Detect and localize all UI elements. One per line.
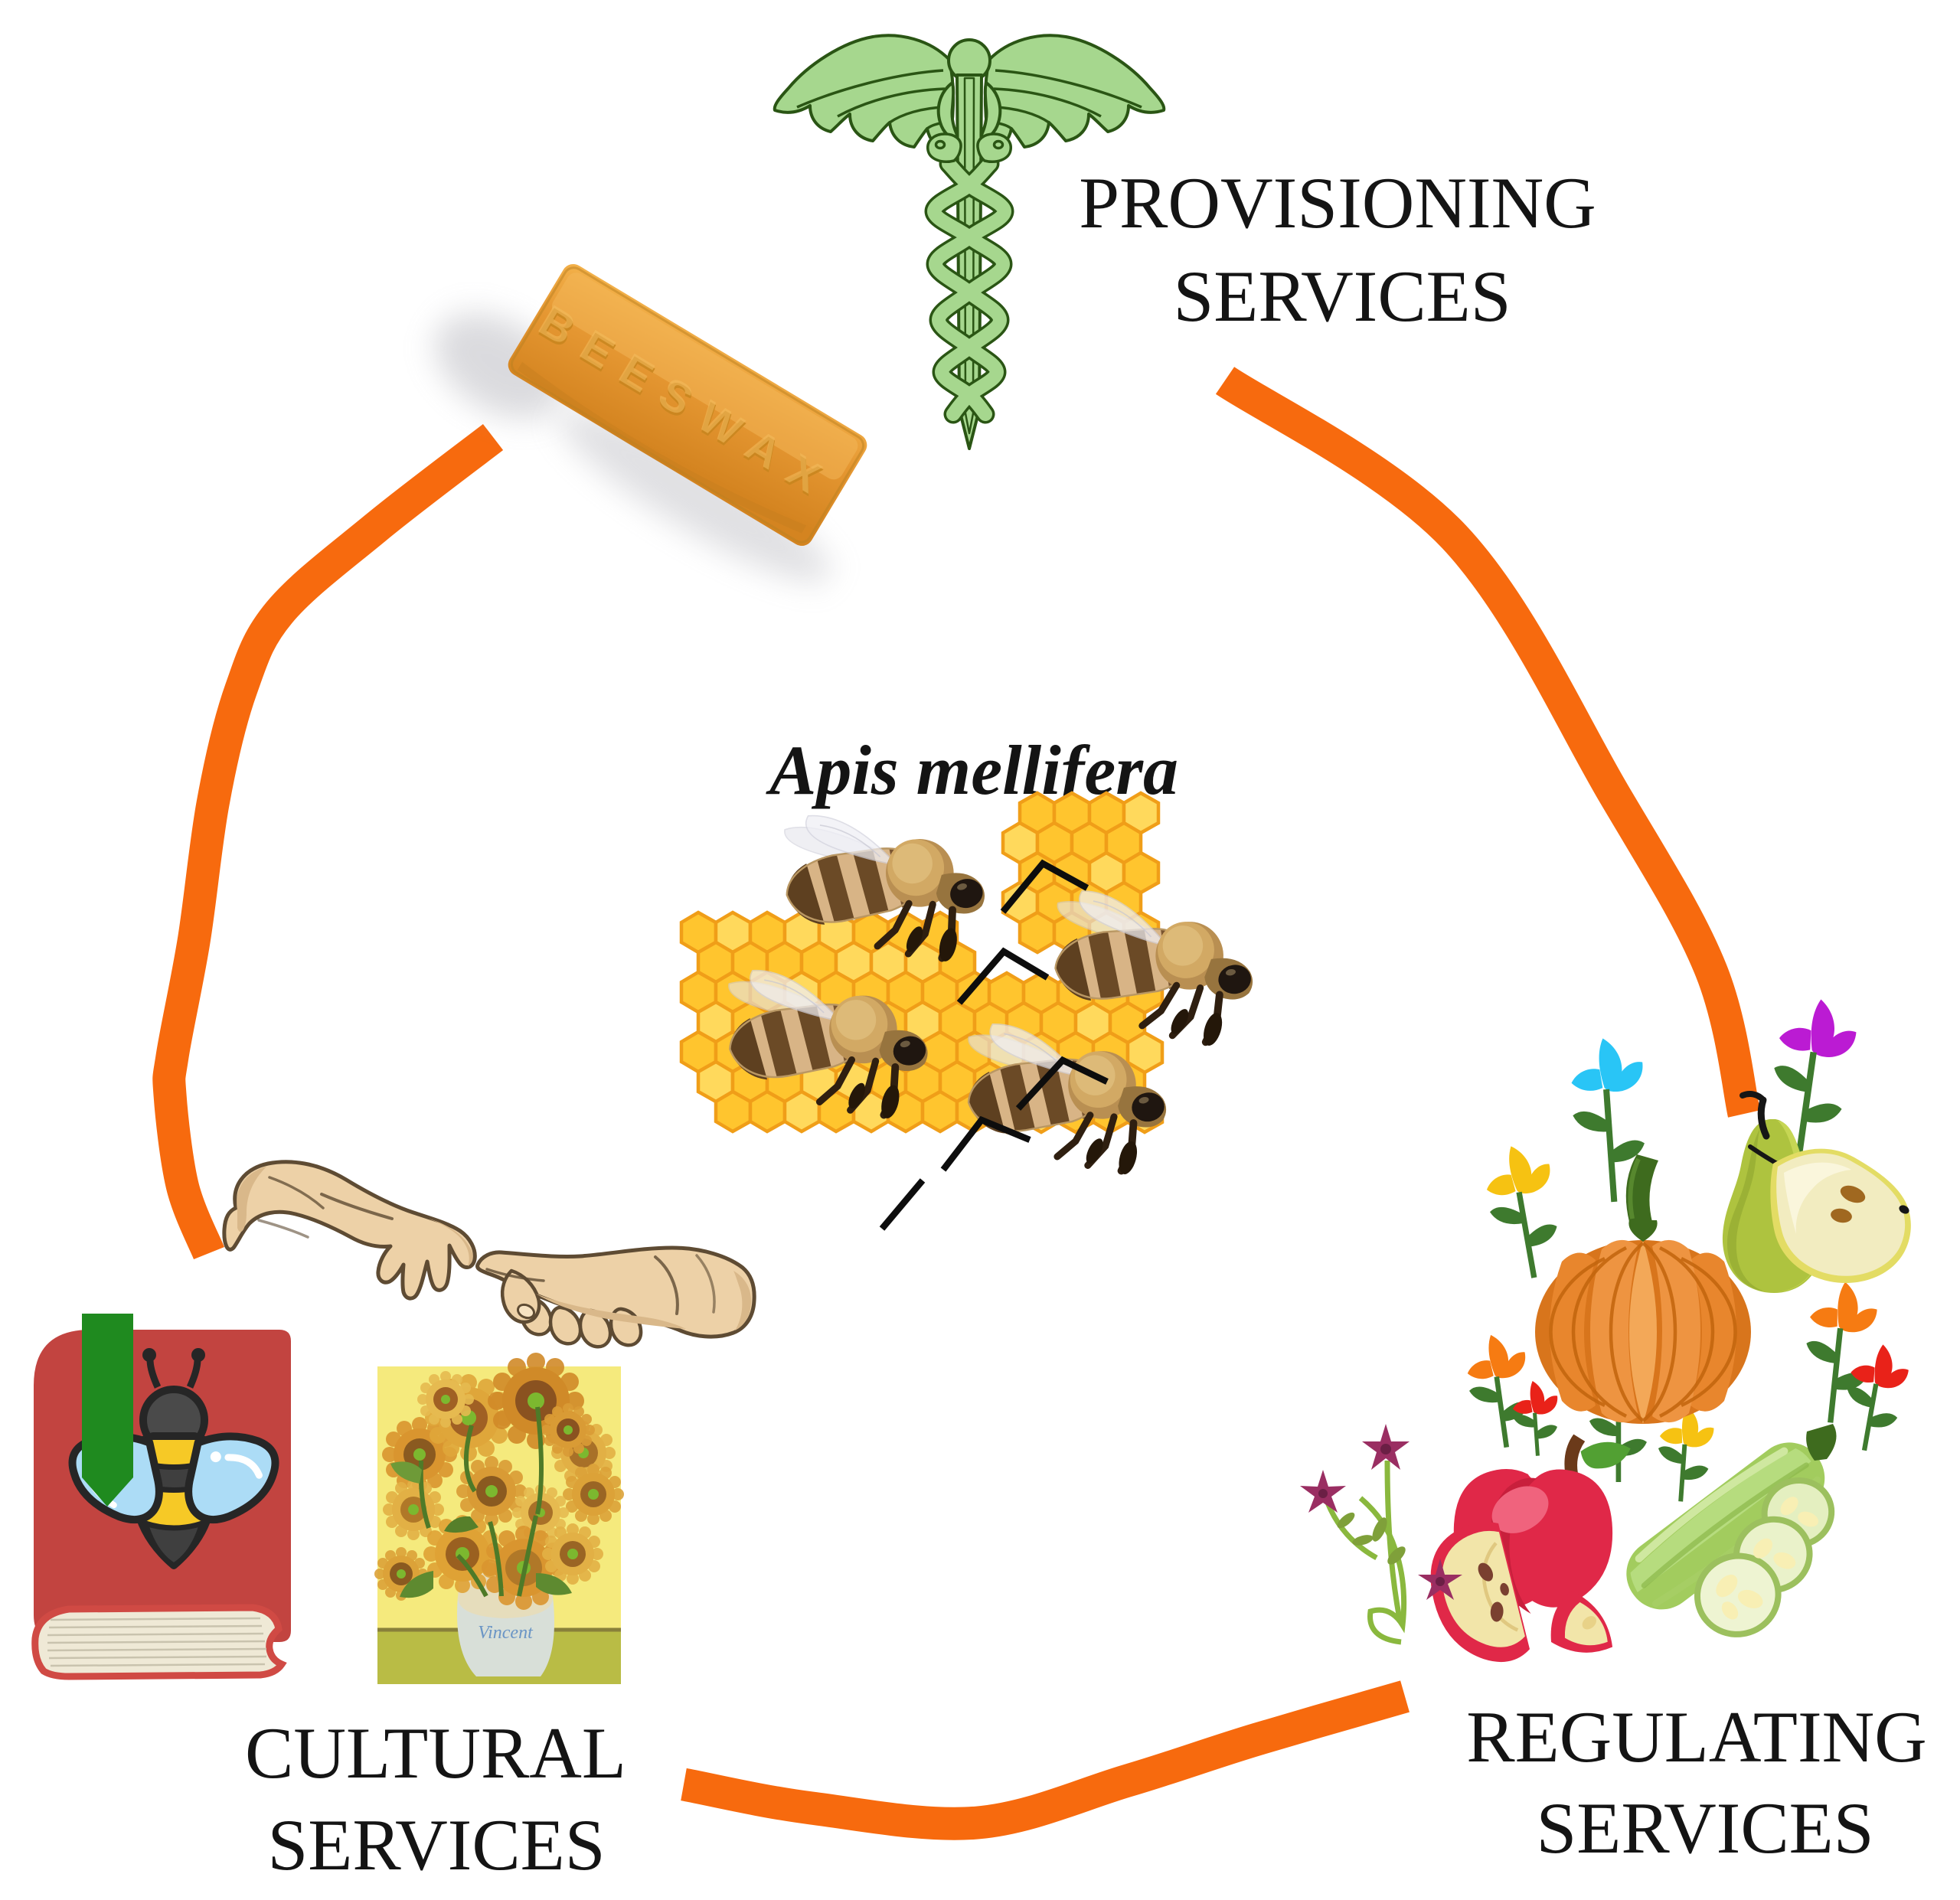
svg-text:CULTURAL: CULTURAL	[245, 1712, 626, 1794]
svg-text:SERVICES: SERVICES	[267, 1804, 605, 1885]
svg-text:Vincent: Vincent	[478, 1623, 534, 1643]
svg-text:SERVICES: SERVICES	[1536, 1787, 1873, 1869]
svg-text:SERVICES: SERVICES	[1173, 256, 1511, 337]
svg-text:PROVISIONING: PROVISIONING	[1079, 162, 1596, 243]
svg-text:REGULATING: REGULATING	[1466, 1696, 1927, 1778]
